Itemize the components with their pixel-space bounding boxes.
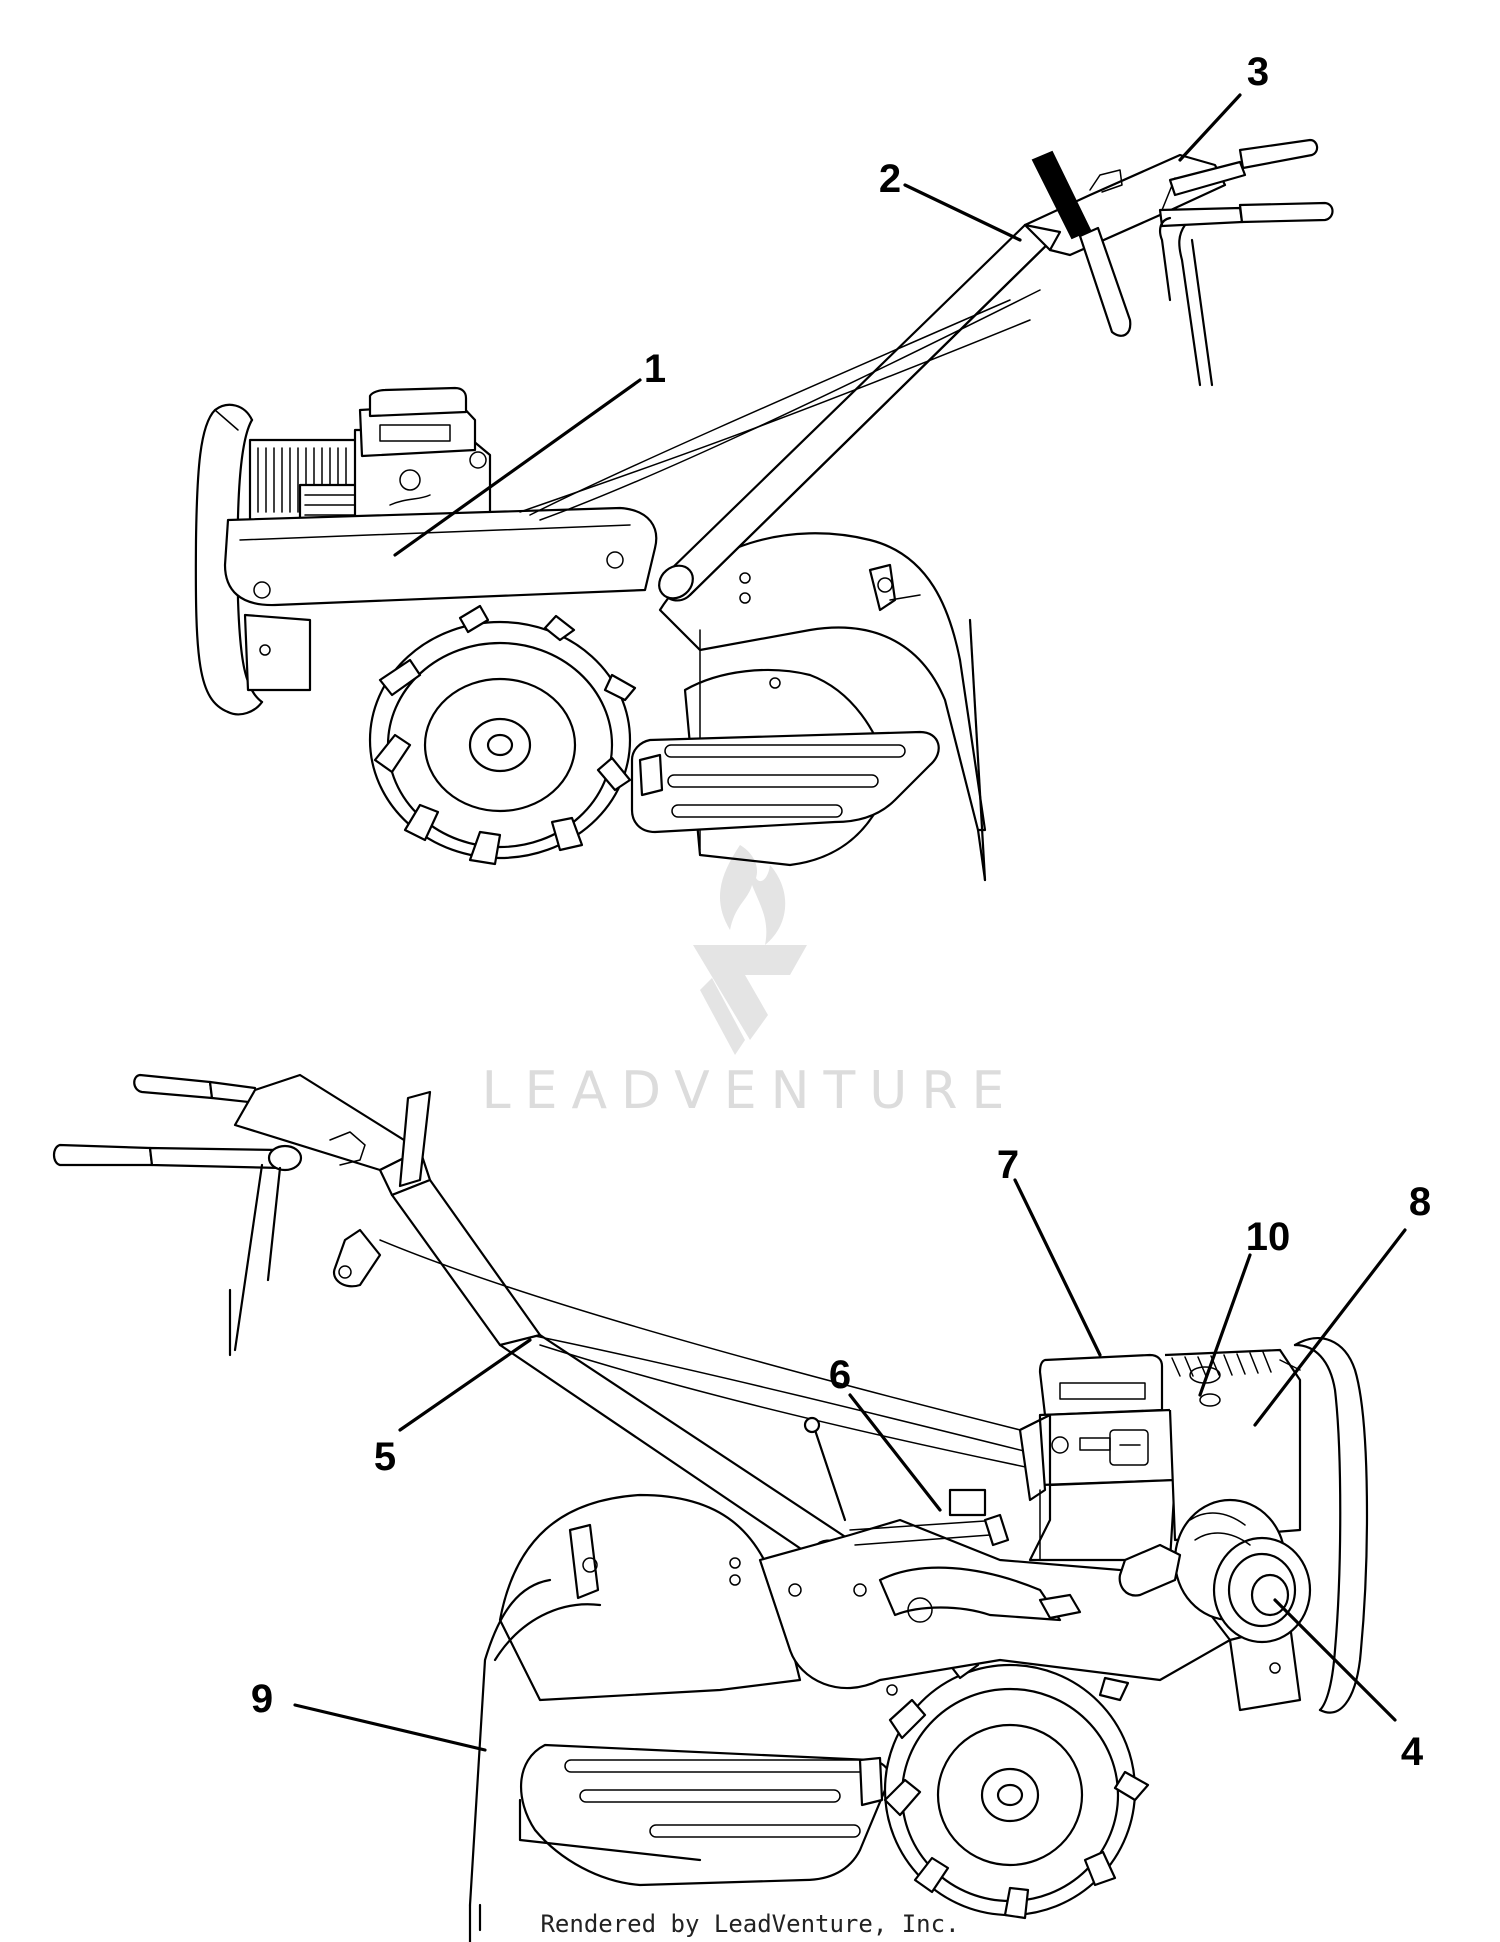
callout-1-label: 1 [644,347,666,391]
upper-wheel [368,604,637,866]
callout-10-label: 10 [1246,1215,1291,1259]
lower-tine-hood [468,1493,802,1942]
callout-1-leader [393,378,642,557]
callout-2-label: 2 [879,157,901,201]
watermark-logo-icon [693,845,807,1055]
callout-9-leader [293,1703,487,1752]
upper-engine [248,386,492,537]
callout-7-label: 7 [997,1143,1019,1187]
upper-handlebar [519,138,1334,602]
lower-tiller-drawing [52,1073,1407,1942]
upper-tiller-drawing [194,93,1334,882]
lower-handlebar [52,1073,1061,1578]
callout-4-label: 4 [1401,1730,1424,1774]
lower-tine-shield [518,1743,892,1887]
callout-9-label: 9 [251,1677,273,1721]
callout-8-leader [1253,1228,1407,1427]
upper-grip-black [1031,150,1092,240]
callout-5-label: 5 [374,1435,396,1479]
callout-6-leader [848,1393,942,1512]
lower-engine [803,1348,1312,1644]
callout-6-label: 6 [829,1353,851,1397]
callout-3-leader [1178,93,1242,162]
callout-4-leader [1273,1598,1397,1722]
watermark-text: LEADVENTURE [482,1061,1019,1121]
upper-tine-shield [630,730,940,834]
upper-tine-hood [658,532,987,882]
lower-transmission [758,1518,1302,1712]
upper-chain-case [223,506,658,692]
callout-7-leader [1013,1178,1102,1357]
callout-2-leader [903,183,1022,242]
callout-3-label: 3 [1247,50,1269,94]
callout-8-label: 8 [1409,1180,1431,1224]
footer-credit: Rendered by LeadVenture, Inc. [540,1910,959,1938]
callout-5-leader [398,1338,532,1432]
callout-10-leader [1198,1253,1252,1397]
lower-wheel [883,1640,1150,1920]
